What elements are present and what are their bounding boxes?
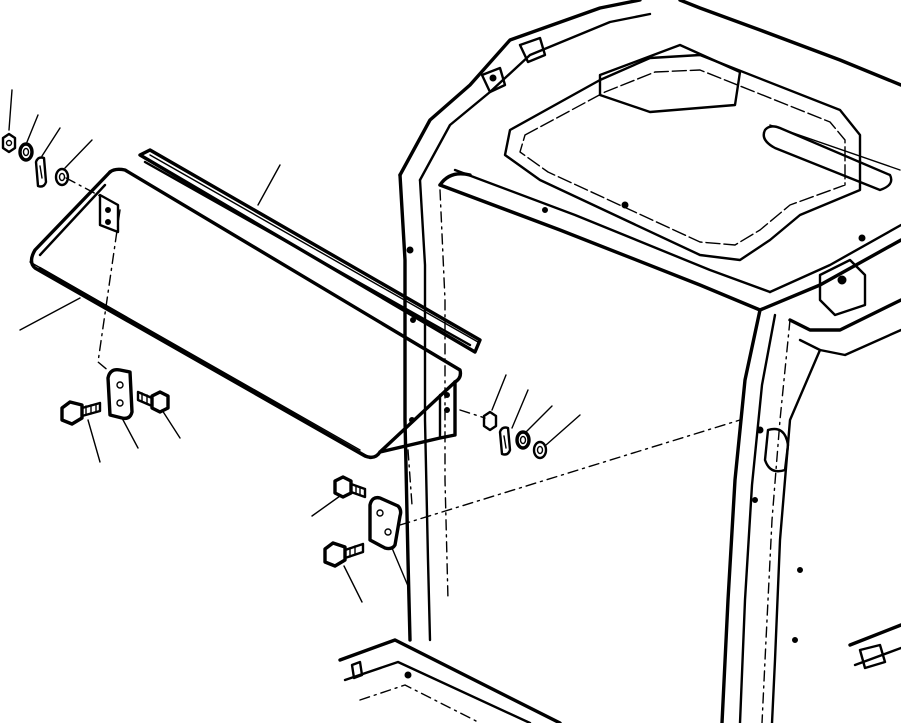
cab-frame bbox=[338, 0, 901, 723]
leader-visor-panel bbox=[19, 297, 81, 331]
leader-lockwasher-right bbox=[511, 389, 529, 429]
sun-visor-panel bbox=[29, 167, 463, 460]
mounting-bracket-left bbox=[106, 367, 134, 421]
leader-washer-right bbox=[525, 405, 553, 433]
leader-flatwasher-right bbox=[545, 414, 581, 446]
leader-washer-left bbox=[41, 127, 61, 157]
lock-washer bbox=[18, 142, 531, 450]
nut bbox=[1, 132, 498, 432]
leader-bracket-left bbox=[121, 417, 139, 449]
weather-strip bbox=[138, 148, 482, 354]
leader-smallbolt-left bbox=[161, 409, 181, 439]
leader-bolt-right-lower bbox=[343, 565, 363, 603]
leader-weather-strip bbox=[257, 164, 281, 206]
washer bbox=[34, 156, 548, 460]
leader-nut-left bbox=[8, 89, 13, 131]
leader-bracket-right bbox=[391, 547, 409, 587]
assembly-centerlines bbox=[65, 177, 741, 526]
mounting-bracket-right bbox=[368, 495, 403, 551]
leader-nut-right bbox=[491, 374, 507, 411]
callout-leaders bbox=[8, 89, 581, 603]
leader-flatwasher-left bbox=[64, 139, 93, 169]
leader-lockwasher-left bbox=[26, 114, 39, 143]
leader-bolt-right-upper bbox=[311, 495, 341, 517]
leader-bolt-left bbox=[87, 419, 101, 463]
hex-bolt bbox=[60, 390, 367, 568]
